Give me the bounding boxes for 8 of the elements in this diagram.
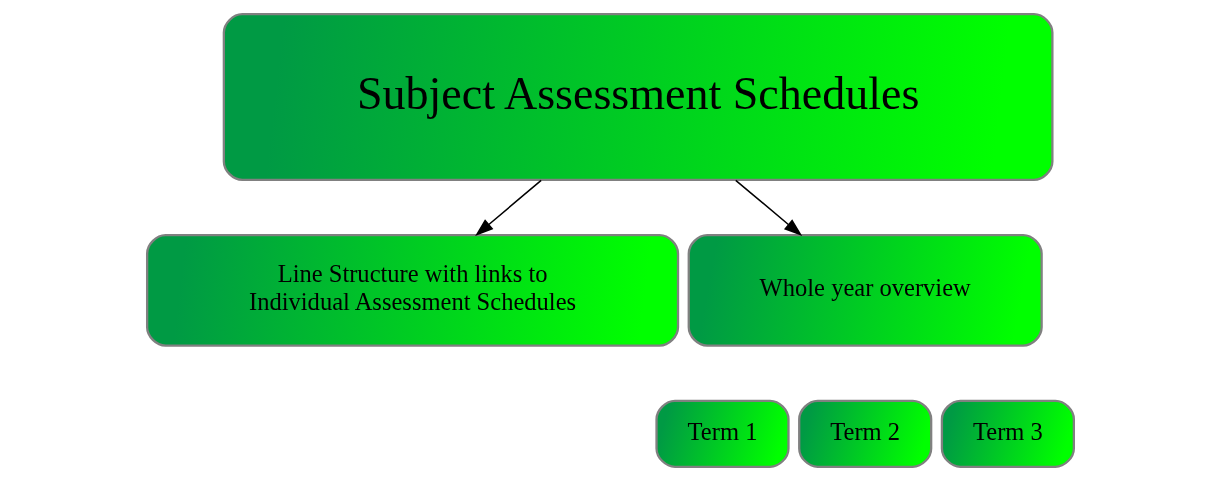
arrow	[734, 179, 803, 237]
node-box: Line Structure with links to Individual Assessment Schedules	[146, 234, 680, 347]
node-box: Term 3	[940, 399, 1075, 468]
node-box: Whole year overview	[687, 234, 1043, 347]
node-box: Term 2	[798, 399, 933, 468]
node-box: Term 1	[655, 399, 790, 468]
arrow	[475, 179, 542, 237]
node-box: Subject Assessment Schedules	[222, 13, 1054, 182]
